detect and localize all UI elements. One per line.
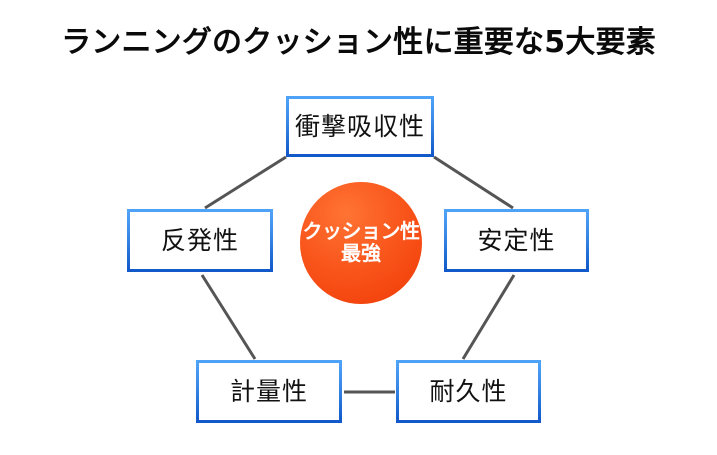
center-circle-line-2: 最強 [341, 241, 381, 265]
node-label: 耐久性 [429, 377, 508, 406]
center-circle-line-1: クッション性 [302, 219, 421, 244]
node-label: 衝撃吸収性 [294, 112, 425, 141]
node-stability[interactable]: 安定性 [444, 209, 589, 272]
connector-shock-to-rebound [204, 155, 287, 210]
node-rebound[interactable]: 反発性 [127, 209, 273, 272]
connector-shock-to-stability [433, 155, 514, 210]
node-durability[interactable]: 耐久性 [396, 360, 541, 423]
connector-rebound-to-light [200, 274, 257, 360]
node-lightweight[interactable]: 計量性 [196, 360, 342, 423]
page-title: ランニングのクッション性に重要な5大要素 [61, 25, 656, 60]
center-circle: クッション性 最強 [300, 182, 422, 304]
node-shock-absorption[interactable]: 衝撃吸収性 [286, 96, 434, 157]
node-label: 計量性 [229, 377, 308, 406]
connector-stability-to-durable [461, 274, 516, 360]
node-label: 反発性 [160, 226, 239, 255]
node-label: 安定性 [477, 226, 556, 255]
